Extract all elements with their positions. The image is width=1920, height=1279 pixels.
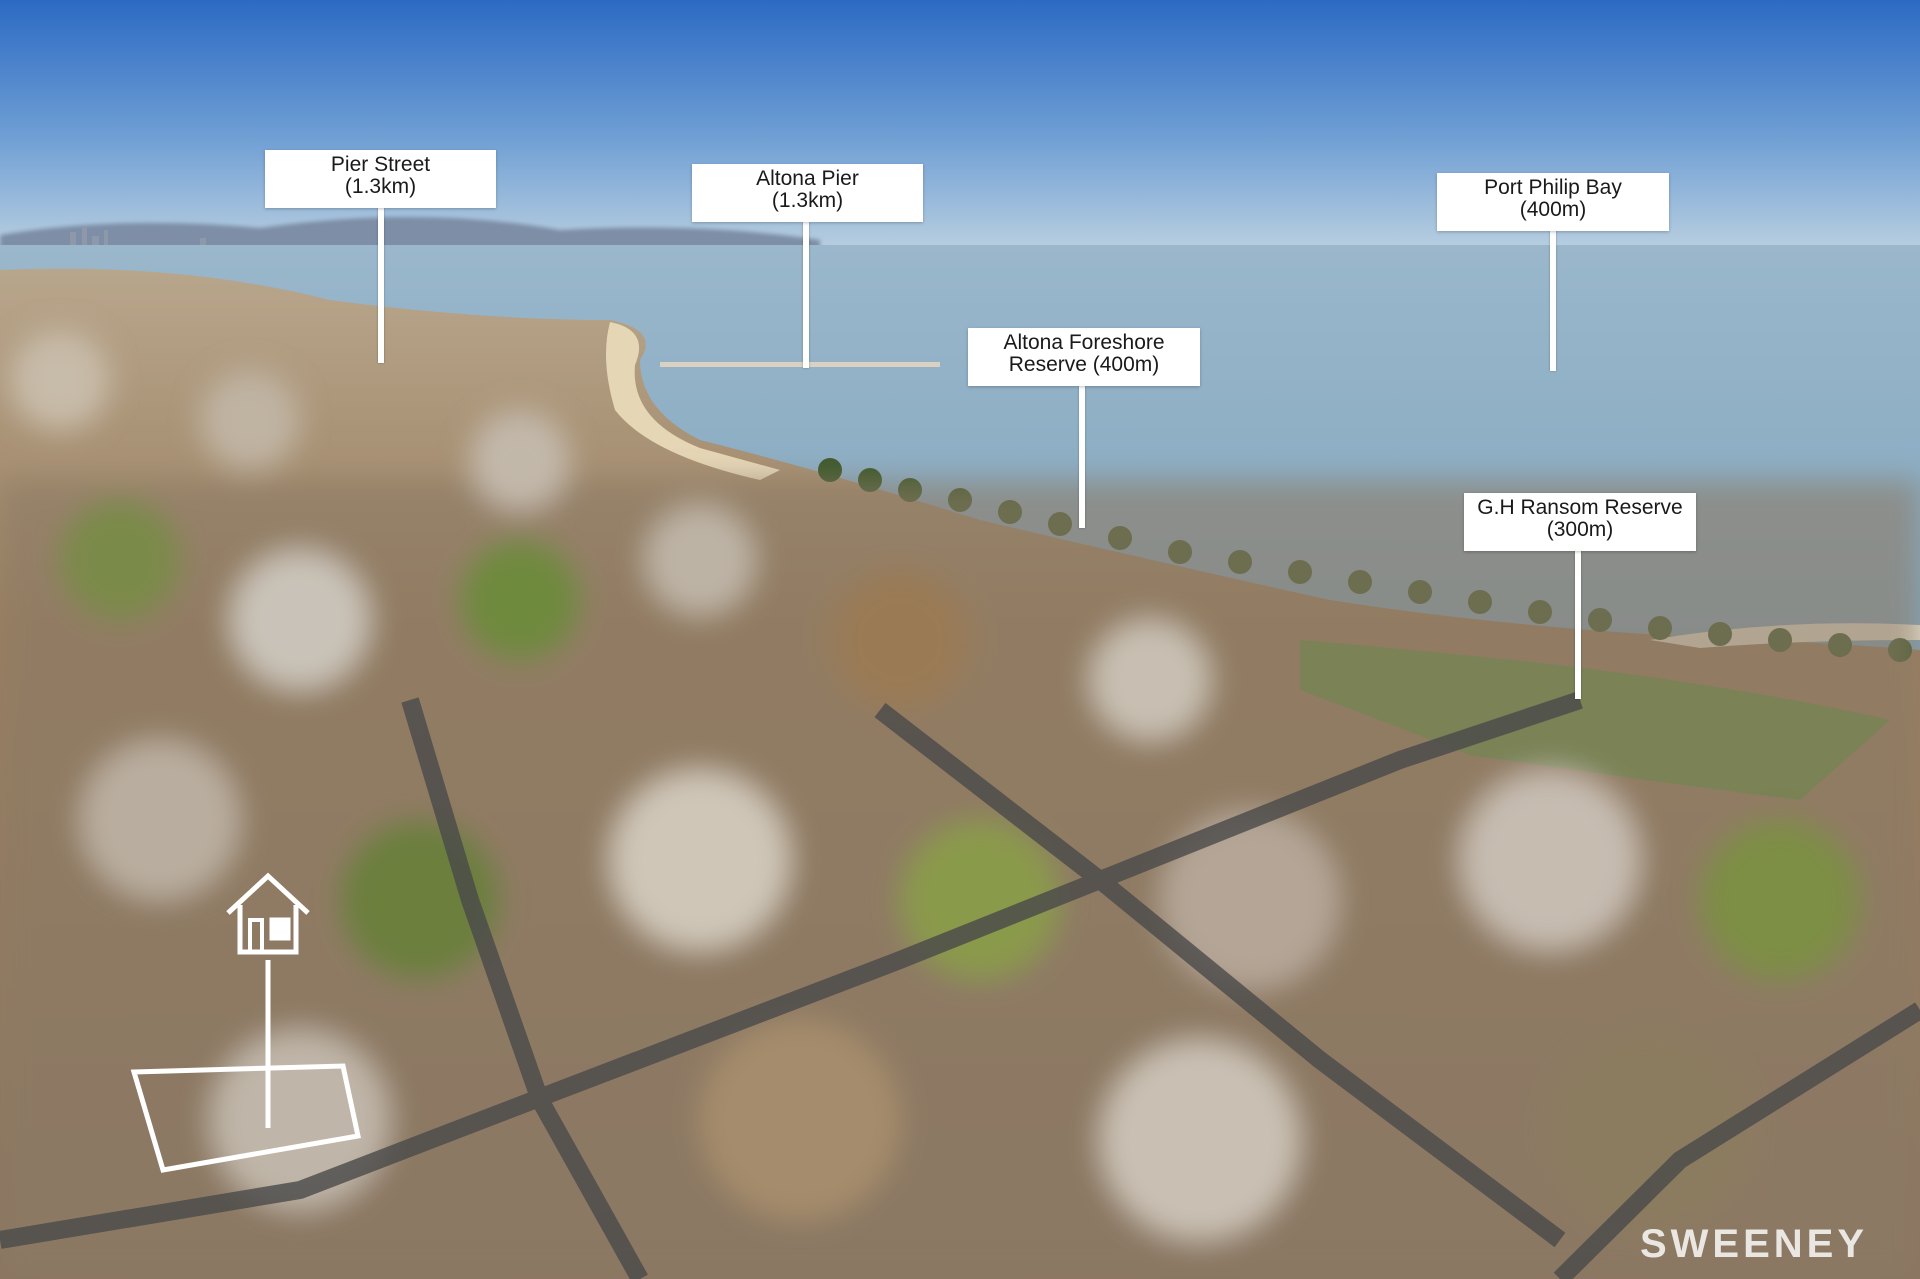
- house-icon: [226, 872, 310, 955]
- label-altona-foreshore-line2: Reserve (400m): [1008, 353, 1160, 376]
- pole-port-philip-bay: [1550, 231, 1556, 371]
- label-port-philip-bay: Port Philip Bay (400m): [1437, 173, 1669, 231]
- label-pier-street: Pier Street (1.3km): [265, 150, 496, 208]
- label-port-philip-bay-line2: (400m): [1519, 198, 1587, 221]
- label-altona-foreshore-reserve: Altona Foreshore Reserve (400m): [968, 328, 1200, 386]
- label-altona-foreshore-line1: Altona Foreshore: [1003, 331, 1165, 354]
- property-boundary: [130, 1063, 361, 1173]
- sweeney-watermark: SWEENEY: [1639, 1222, 1868, 1266]
- pole-altona-foreshore: [1079, 386, 1085, 528]
- label-altona-pier: Altona Pier (1.3km): [692, 164, 923, 222]
- pole-gh-ransom: [1575, 551, 1581, 699]
- label-pier-street-line1: Pier Street: [330, 153, 431, 176]
- label-gh-ransom-line2: (300m): [1546, 518, 1614, 541]
- label-pier-street-line2: (1.3km): [344, 175, 417, 198]
- pole-pier-street: [378, 208, 384, 363]
- pole-altona-pier: [803, 222, 809, 368]
- label-gh-ransom-reserve: G.H Ransom Reserve (300m): [1464, 493, 1696, 551]
- label-altona-pier-line2: (1.3km): [771, 189, 844, 212]
- label-port-philip-bay-line1: Port Philip Bay: [1484, 176, 1622, 199]
- label-gh-ransom-line1: G.H Ransom Reserve: [1477, 496, 1683, 519]
- label-altona-pier-line1: Altona Pier: [756, 167, 859, 190]
